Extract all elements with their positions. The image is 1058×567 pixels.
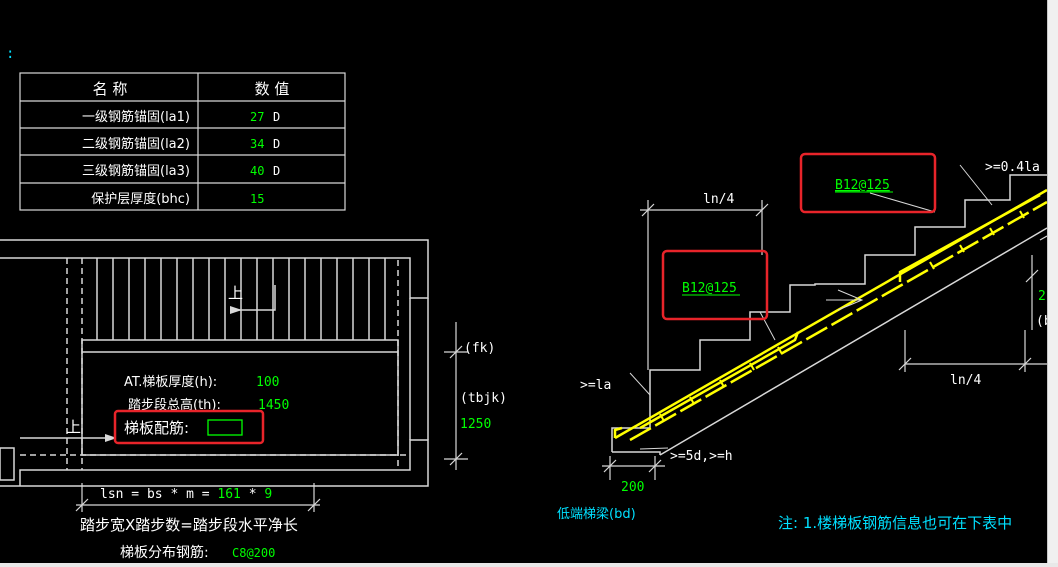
row-name: 二级钢筋锚固(la2) bbox=[82, 136, 190, 152]
parameter-table bbox=[19, 72, 346, 211]
height-value: 1450 bbox=[258, 398, 289, 413]
row-unit: D bbox=[273, 137, 280, 151]
table-row: 一级钢筋锚固(la1) 27 D bbox=[82, 109, 280, 125]
tbjk-label: (tbjk) bbox=[460, 391, 507, 406]
arrow-icon bbox=[230, 306, 242, 314]
beam-width-value: 200 bbox=[621, 480, 644, 495]
row-value: 15 bbox=[250, 192, 264, 206]
table-row: 保护层厚度(bhc) 15 bbox=[91, 191, 264, 207]
height-dimension bbox=[444, 322, 468, 470]
table-header-value: 数 值 bbox=[255, 80, 290, 98]
right-dim-value: 2 bbox=[1038, 289, 1046, 304]
height-label: 踏步段总高(th): bbox=[128, 397, 221, 413]
fk-label: (fk) bbox=[464, 341, 495, 356]
ln4-top-label: ln/4 bbox=[703, 192, 734, 207]
low-beam-label: 低端梯梁(bd) bbox=[557, 507, 636, 522]
lsn-caption: 踏步宽X踏步数=踏步段水平净长 bbox=[80, 516, 298, 534]
table-header-name: 名 称 bbox=[93, 80, 128, 98]
row-value: 34 bbox=[250, 137, 264, 151]
stair-section: ln/4 ln/4 >=0.4la >=la >=5d,>=h 2 (b B12… bbox=[580, 152, 1047, 480]
bottom-strip bbox=[0, 563, 1058, 567]
ln4-bottom-label: ln/4 bbox=[950, 373, 981, 388]
note-text: 注: 1.楼梯板钢筋信息也可在下表中 bbox=[778, 514, 1012, 532]
row-unit: D bbox=[273, 110, 280, 124]
arrow-icon bbox=[105, 434, 117, 442]
up-label: 上 bbox=[66, 418, 81, 436]
row-value: 40 bbox=[250, 164, 264, 178]
table-row: 三级钢筋锚固(la3) 40 D bbox=[82, 163, 280, 179]
tbjk-value: 1250 bbox=[460, 417, 491, 432]
table-row: 二级钢筋锚固(la2) 34 D bbox=[82, 136, 280, 152]
row-name: 保护层厚度(bhc) bbox=[91, 191, 190, 207]
row-name: 三级钢筋锚固(la3) bbox=[82, 163, 190, 179]
hook-label: >=5d,>=h bbox=[670, 449, 733, 464]
lsn-dimension bbox=[75, 483, 321, 512]
rebar-lower-value[interactable]: B12@125 bbox=[682, 281, 737, 296]
rebar-lower-highlight bbox=[661, 249, 769, 321]
distribution-label: 梯板分布钢筋: bbox=[120, 544, 209, 561]
rebar-upper-value[interactable]: B12@125 bbox=[835, 178, 890, 193]
right-dim-label: (b bbox=[1036, 314, 1047, 329]
distribution-value: C8@200 bbox=[232, 546, 275, 560]
thickness-value: 100 bbox=[256, 375, 279, 390]
row-name: 一级钢筋锚固(la1) bbox=[82, 109, 190, 125]
stair-plan bbox=[0, 239, 429, 487]
vertical-scrollbar[interactable] bbox=[1047, 0, 1058, 567]
row-unit: D bbox=[273, 164, 280, 178]
command-prompt: : bbox=[6, 46, 14, 62]
thickness-label: AT.梯板厚度(h): bbox=[124, 374, 217, 390]
row-value: 27 bbox=[250, 110, 264, 124]
rebar-input[interactable] bbox=[207, 419, 243, 436]
anchor-low-label: >=la bbox=[580, 378, 611, 393]
lsn-formula: lsn = bs * m = 161 * 9 bbox=[100, 487, 272, 502]
rebar-label: 梯板配筋: bbox=[124, 419, 189, 437]
up-label: 上 bbox=[228, 284, 243, 302]
rebar-upper-highlight bbox=[799, 152, 937, 214]
anchor-top-label: >=0.4la bbox=[985, 160, 1040, 175]
